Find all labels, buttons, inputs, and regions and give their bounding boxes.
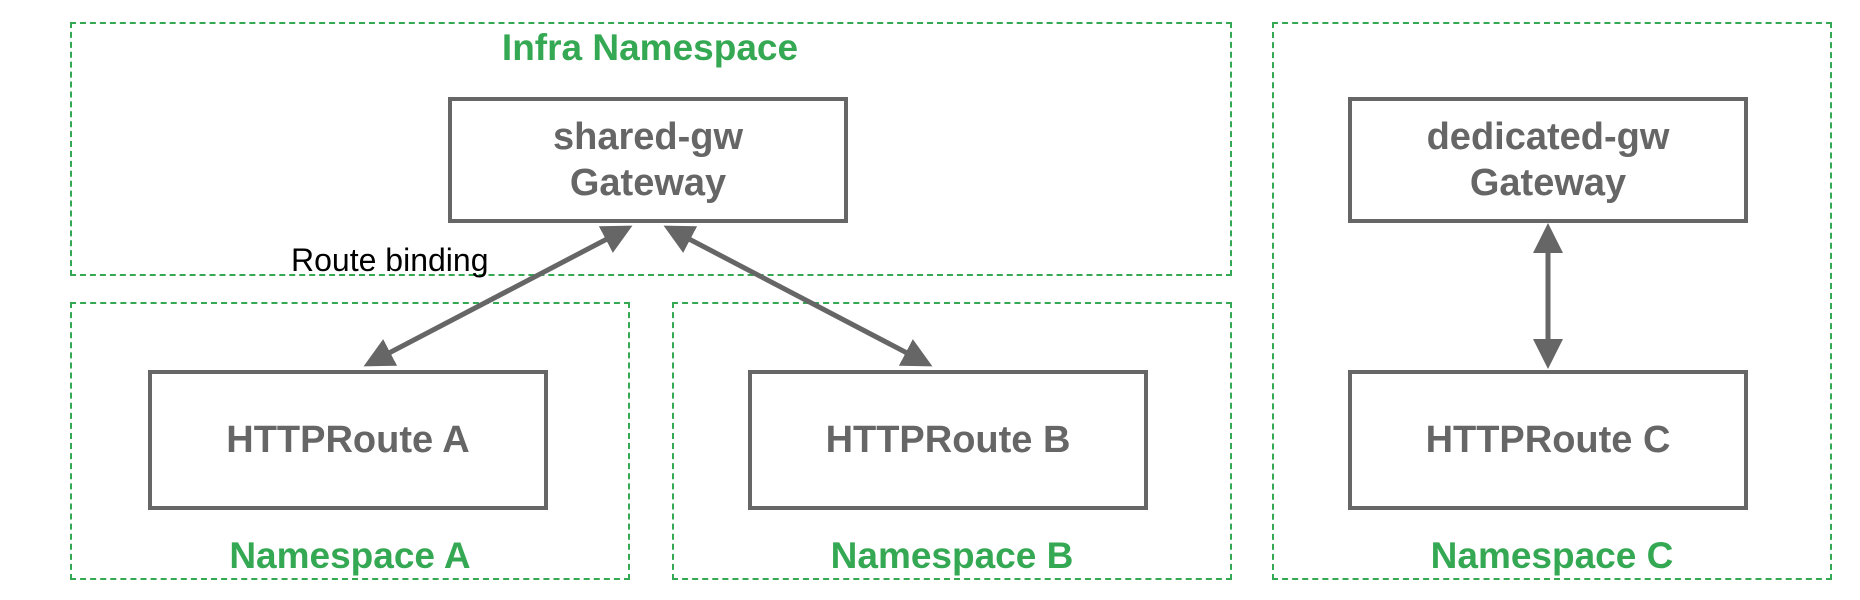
httproute-a-label: HTTPRoute A [226,419,470,461]
namespace-c-box [1272,22,1832,580]
shared-gw-gateway-node: shared-gw Gateway [448,97,848,223]
httproute-c-label: HTTPRoute C [1425,419,1671,461]
shared-gw-kind: Gateway [569,162,727,204]
httproute-b-label: HTTPRoute B [825,419,1071,461]
httproute-c-node: HTTPRoute C [1348,370,1748,510]
shared-gw-name: shared-gw [552,116,744,158]
httproute-b-node: HTTPRoute B [748,370,1148,510]
httproute-a-node: HTTPRoute A [148,370,548,510]
route-binding-label: Route binding [291,242,489,278]
namespace-b-label: Namespace B [830,535,1074,576]
dedicated-gw-kind: Gateway [1469,162,1627,204]
infra-namespace-box [70,22,1232,276]
namespace-b-box [672,302,1232,580]
namespace-a-label: Namespace A [229,535,471,576]
namespace-c-label: Namespace C [1430,535,1674,576]
namespace-a-box [70,302,630,580]
infra-namespace-label: Infra Namespace [501,27,799,68]
dedicated-gw-gateway-node: dedicated-gw Gateway [1348,97,1748,223]
dedicated-gw-name: dedicated-gw [1426,116,1670,158]
